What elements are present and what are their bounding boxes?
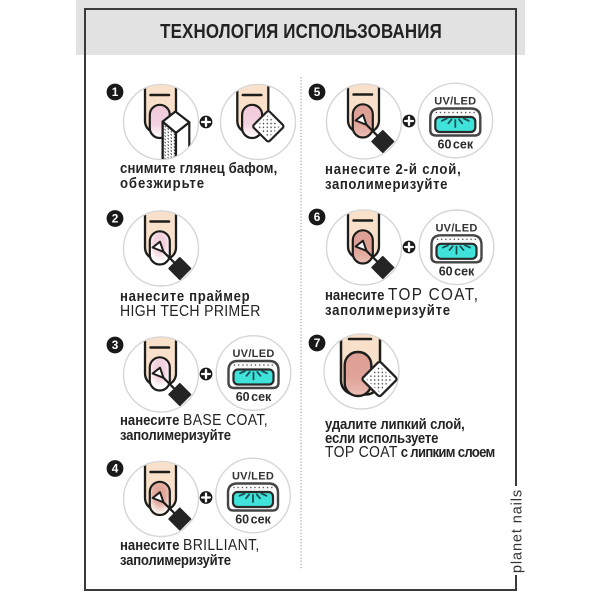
svg-text:1: 1 [112,85,119,99]
svg-text:7: 7 [314,336,321,350]
svg-text:2: 2 [112,212,119,226]
svg-text:3: 3 [112,338,119,352]
svg-text:6: 6 [314,210,321,224]
svg-text:4: 4 [112,462,119,476]
svg-text:5: 5 [314,85,321,99]
